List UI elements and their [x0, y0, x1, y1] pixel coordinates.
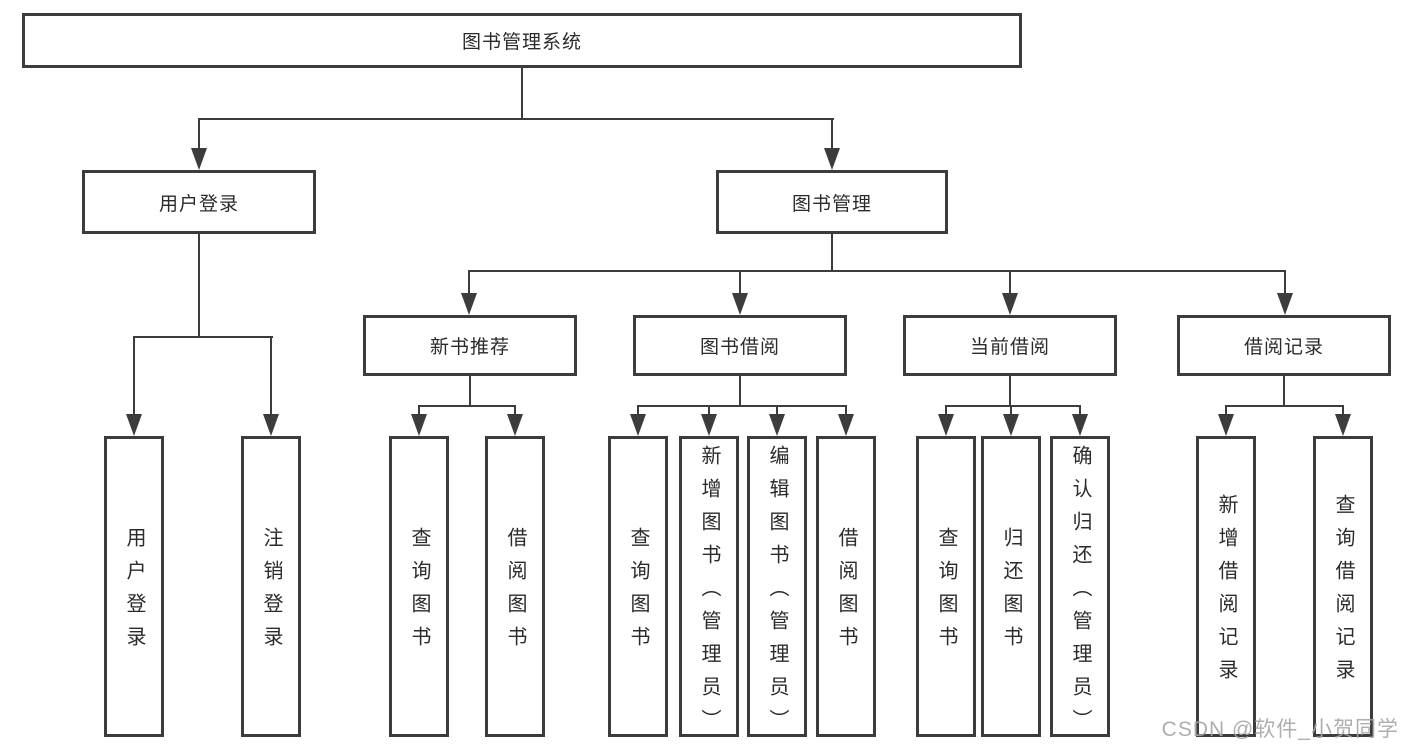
- connector: [637, 405, 847, 407]
- connector: [198, 118, 200, 152]
- connector: [521, 68, 523, 118]
- arrowhead: [769, 414, 785, 436]
- node-borrow-records-label: 借阅记录: [1243, 337, 1324, 358]
- connector: [1284, 270, 1286, 296]
- leaf-add-borrow-record-label: 新增借阅记录: [1215, 494, 1237, 692]
- connector: [1009, 270, 1011, 296]
- node-new-book-recommend: 新书推荐: [363, 315, 577, 376]
- arrowhead: [630, 414, 646, 436]
- node-user-login: 用户登录: [82, 170, 316, 234]
- leaf-user-login-label: 用户登录: [123, 527, 145, 659]
- arrowhead: [191, 148, 207, 170]
- connector: [945, 405, 1081, 407]
- node-current-borrow: 当前借阅: [903, 315, 1117, 376]
- node-root-label: 图书管理系统: [461, 32, 582, 53]
- connector: [739, 270, 741, 296]
- node-root: 图书管理系统: [22, 13, 1022, 68]
- connector: [945, 405, 947, 417]
- connector: [133, 336, 135, 416]
- leaf-borrow-books: 借阅图书: [816, 436, 876, 737]
- connector: [1010, 405, 1012, 417]
- arrowhead: [411, 414, 427, 436]
- leaf-query-borrow-record-label: 查询借阅记录: [1332, 494, 1354, 692]
- leaf-logout-label: 注销登录: [260, 527, 282, 659]
- node-book-management-label: 图书管理: [791, 193, 872, 215]
- leaf-query-books-borrow: 查询图书: [608, 436, 668, 737]
- leaf-return-books: 归还图书: [981, 436, 1041, 737]
- connector: [418, 405, 516, 407]
- arrowhead: [461, 293, 477, 315]
- connector: [1009, 376, 1011, 405]
- leaf-query-books-recommend: 查询图书: [389, 436, 449, 737]
- leaf-query-borrow-record: 查询借阅记录: [1313, 436, 1373, 737]
- connector: [270, 336, 272, 416]
- connector: [133, 336, 273, 338]
- node-borrow-records: 借阅记录: [1177, 315, 1391, 376]
- leaf-borrow-books-label: 借阅图书: [835, 527, 857, 659]
- connector: [831, 234, 833, 270]
- connector: [708, 405, 710, 417]
- connector: [468, 270, 470, 296]
- arrowhead: [838, 414, 854, 436]
- leaf-return-books-label: 归还图书: [1000, 527, 1022, 659]
- connector: [1225, 405, 1227, 417]
- connector: [1225, 405, 1344, 407]
- leaf-add-borrow-record: 新增借阅记录: [1196, 436, 1256, 737]
- node-current-borrow-label: 当前借阅: [969, 337, 1050, 358]
- leaf-query-books-recommend-label: 查询图书: [408, 527, 430, 659]
- arrowhead: [938, 414, 954, 436]
- leaf-confirm-return-admin: 确认归还（管理员）: [1050, 436, 1110, 742]
- node-new-book-recommend-label: 新书推荐: [429, 337, 510, 358]
- arrowhead: [824, 148, 840, 170]
- arrowhead: [263, 414, 279, 436]
- connector: [198, 118, 834, 120]
- arrowhead: [1003, 414, 1019, 436]
- leaf-confirm-return-admin-label: 确认归还（管理员）: [1069, 444, 1091, 742]
- connector: [468, 270, 1286, 272]
- watermark: CSDN @软件_小贺同学: [1161, 718, 1399, 741]
- leaf-logout: 注销登录: [241, 436, 301, 737]
- connector: [1342, 405, 1344, 417]
- connector: [1079, 405, 1081, 417]
- arrowhead: [732, 293, 748, 315]
- arrowhead: [126, 414, 142, 436]
- connector: [198, 234, 200, 336]
- arrowhead: [1002, 293, 1018, 315]
- connector: [418, 405, 420, 417]
- node-book-management: 图书管理: [716, 170, 948, 234]
- leaf-query-books-current: 查询图书: [916, 436, 976, 737]
- leaf-add-book-admin-label: 新增图书（管理员）: [698, 444, 720, 742]
- arrowhead: [1335, 414, 1351, 436]
- connector: [637, 405, 639, 417]
- leaf-query-books-borrow-label: 查询图书: [627, 527, 649, 659]
- node-user-login-label: 用户登录: [158, 193, 239, 215]
- connector: [469, 376, 471, 405]
- node-book-borrow: 图书借阅: [633, 315, 847, 376]
- connector: [831, 118, 833, 152]
- connector: [776, 405, 778, 417]
- leaf-add-book-admin: 新增图书（管理员）: [679, 436, 739, 742]
- arrowhead: [701, 414, 717, 436]
- leaf-user-login: 用户登录: [104, 436, 164, 737]
- leaf-borrow-books-recommend-label: 借阅图书: [504, 527, 526, 659]
- leaf-query-books-current-label: 查询图书: [935, 527, 957, 659]
- arrowhead: [507, 414, 523, 436]
- connector: [1283, 376, 1285, 405]
- arrowhead: [1072, 414, 1088, 436]
- arrowhead: [1277, 293, 1293, 315]
- arrowhead: [1218, 414, 1234, 436]
- connector: [514, 405, 516, 417]
- node-book-borrow-label: 图书借阅: [699, 337, 780, 358]
- connector: [845, 405, 847, 417]
- leaf-edit-book-admin-label: 编辑图书（管理员）: [766, 444, 788, 742]
- leaf-edit-book-admin: 编辑图书（管理员）: [747, 436, 807, 742]
- leaf-borrow-books-recommend: 借阅图书: [485, 436, 545, 737]
- connector: [739, 376, 741, 405]
